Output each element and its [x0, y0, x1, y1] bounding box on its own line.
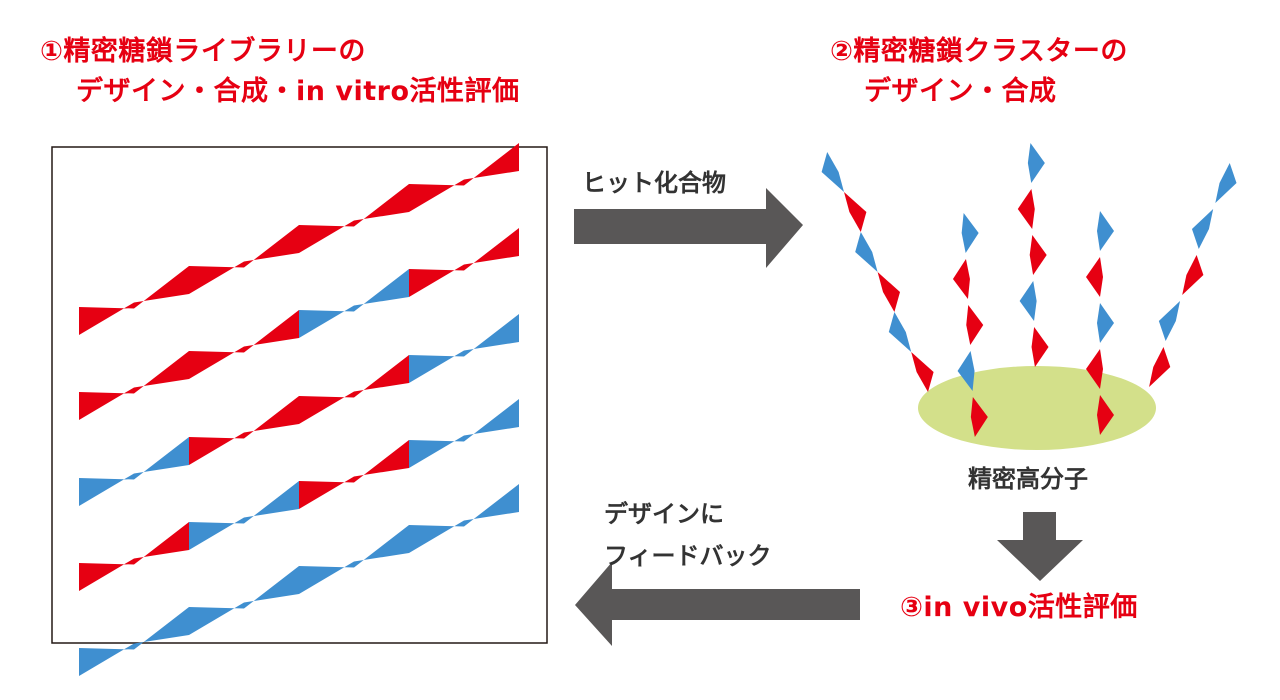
chain-sugar-blue [1215, 163, 1237, 203]
chain-sugar-red [952, 259, 970, 299]
step2-heading-line2: デザイン・合成 [864, 76, 1057, 107]
chain-sugar-red [1097, 395, 1114, 435]
glycan-unit-red [299, 440, 409, 509]
chain-sugar-blue [1019, 281, 1037, 321]
step1-heading: ①精密糖鎖ライブラリーの デザイン・合成・in vitro活性評価 [40, 32, 520, 112]
glycan-unit-blue [409, 484, 519, 553]
chain-sugar-red [1086, 257, 1103, 297]
chain-sugar-red [1149, 347, 1171, 387]
glycan-unit-blue [79, 607, 189, 676]
chain-sugar-blue [957, 351, 975, 391]
chain-sugar-red [911, 352, 934, 392]
polymer-backbone [918, 366, 1156, 450]
chain-sugar-red [1017, 189, 1035, 229]
step3-heading: ③in vivo活性評価 [900, 592, 1138, 623]
hit-compound-label: ヒット化合物 [582, 169, 726, 197]
chain-sugar-blue [1027, 143, 1045, 183]
glycan-unit-red [79, 351, 189, 420]
glycan-unit-red [299, 355, 409, 424]
right-arrow [574, 188, 803, 268]
left-arrow [575, 562, 860, 646]
chain-sugar-blue [821, 152, 844, 192]
precision-polymer-label: 精密高分子 [968, 465, 1088, 493]
chain-sugar-blue [1191, 209, 1214, 249]
glycan-cluster [821, 143, 1237, 437]
glycan-unit-red [189, 310, 299, 379]
feedback-label-line2: フィードバック [604, 542, 772, 570]
step1-heading-line1: ①精密糖鎖ライブラリーの [40, 36, 366, 67]
chain-sugar-blue [1097, 211, 1114, 251]
glycan-unit-blue [189, 481, 299, 550]
glycan-unit-red [299, 184, 409, 253]
chain-sugar-red [970, 397, 988, 437]
step2-heading: ②精密糖鎖クラスターの デザイン・合成 [830, 32, 1128, 112]
glycan-unit-blue [299, 525, 409, 594]
glycan-unit-blue [409, 399, 519, 468]
glycan-unit-red [79, 266, 189, 335]
chain-sugar-red [844, 192, 867, 232]
glycan-library [79, 143, 519, 676]
glycan-unit-red [189, 396, 299, 465]
chain-sugar-red [1086, 349, 1103, 389]
glycan-unit-red [189, 225, 299, 294]
chain-sugar-blue [1158, 301, 1181, 341]
down-arrow [997, 512, 1083, 581]
glycan-unit-red [409, 228, 519, 297]
feedback-label-line1: デザインに [604, 500, 724, 528]
chain-sugar-blue [888, 312, 912, 352]
glycan-unit-blue [189, 566, 299, 635]
glycan-unit-blue [299, 269, 409, 338]
glycan-unit-blue [79, 437, 189, 506]
feedback-label: デザインに フィードバック [604, 493, 772, 577]
glycan-unit-red [79, 522, 189, 591]
step2-heading-line1: ②精密糖鎖クラスターの [830, 36, 1128, 67]
step1-heading-line2: デザイン・合成・in vitro活性評価 [76, 76, 520, 107]
chain-sugar-red [1182, 255, 1204, 295]
glycan-unit-blue [409, 314, 519, 383]
chain-sugar-blue [961, 213, 979, 253]
chain-sugar-red [877, 272, 900, 312]
chain-sugar-red [1029, 235, 1047, 275]
chain-sugar-blue [855, 232, 878, 272]
chain-sugar-red [966, 305, 984, 345]
chain-sugar-blue [1097, 303, 1114, 343]
chain-sugar-red [1031, 327, 1049, 367]
glycan-unit-red [409, 143, 519, 212]
